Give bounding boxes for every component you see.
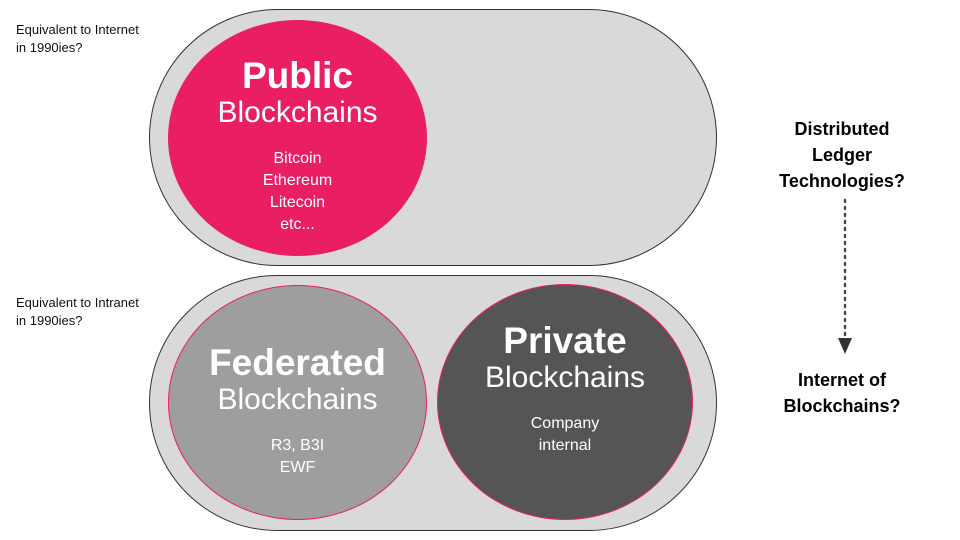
private-example-item: Company bbox=[530, 415, 600, 432]
public-subtitle: Blockchains bbox=[217, 96, 378, 129]
private-title: Private bbox=[503, 320, 627, 361]
dotted-down-arrow-icon bbox=[838, 198, 852, 354]
internet-of-blockchains-label: Internet of Blockchains? bbox=[742, 367, 942, 419]
public-example-item: Litecoin bbox=[269, 194, 326, 211]
public-example-item: Bitcoin bbox=[273, 150, 322, 167]
internet-of-blockchains-line: Internet of Blockchains? bbox=[783, 370, 901, 416]
public-title: Public bbox=[241, 55, 354, 96]
note-intranet-equivalent: Equivalent to Intranet in 1990ies? bbox=[16, 295, 139, 328]
public-examples-list: Bitcoin Ethereum Litecoin etc... bbox=[263, 148, 332, 236]
federated-subtitle: Blockchains bbox=[217, 383, 378, 416]
private-subtitle: Blockchains bbox=[484, 361, 646, 394]
federated-blockchains-circle: Federated Blockchains R3, B3I EWF bbox=[168, 285, 427, 520]
private-blockchains-circle: Private Blockchains Company internal bbox=[437, 284, 693, 520]
distributed-ledger-line: Distributed Ledger Technologies? bbox=[779, 119, 905, 191]
federated-examples-list: R3, B3I EWF bbox=[271, 435, 324, 479]
public-example-item: etc... bbox=[280, 216, 315, 233]
private-example-item: internal bbox=[538, 437, 592, 454]
federated-example-item: EWF bbox=[279, 459, 316, 476]
public-blockchains-circle: Public Blockchains Bitcoin Ethereum Lite… bbox=[168, 20, 427, 256]
public-example-item: Ethereum bbox=[262, 172, 333, 189]
federated-example-item: R3, B3I bbox=[270, 437, 325, 454]
distributed-ledger-label: Distributed Ledger Technologies? bbox=[742, 116, 942, 194]
private-examples-list: Company internal bbox=[531, 413, 599, 457]
federated-title: Federated bbox=[209, 342, 386, 383]
note-internet-equivalent: Equivalent to Internet in 1990ies? bbox=[16, 22, 139, 55]
